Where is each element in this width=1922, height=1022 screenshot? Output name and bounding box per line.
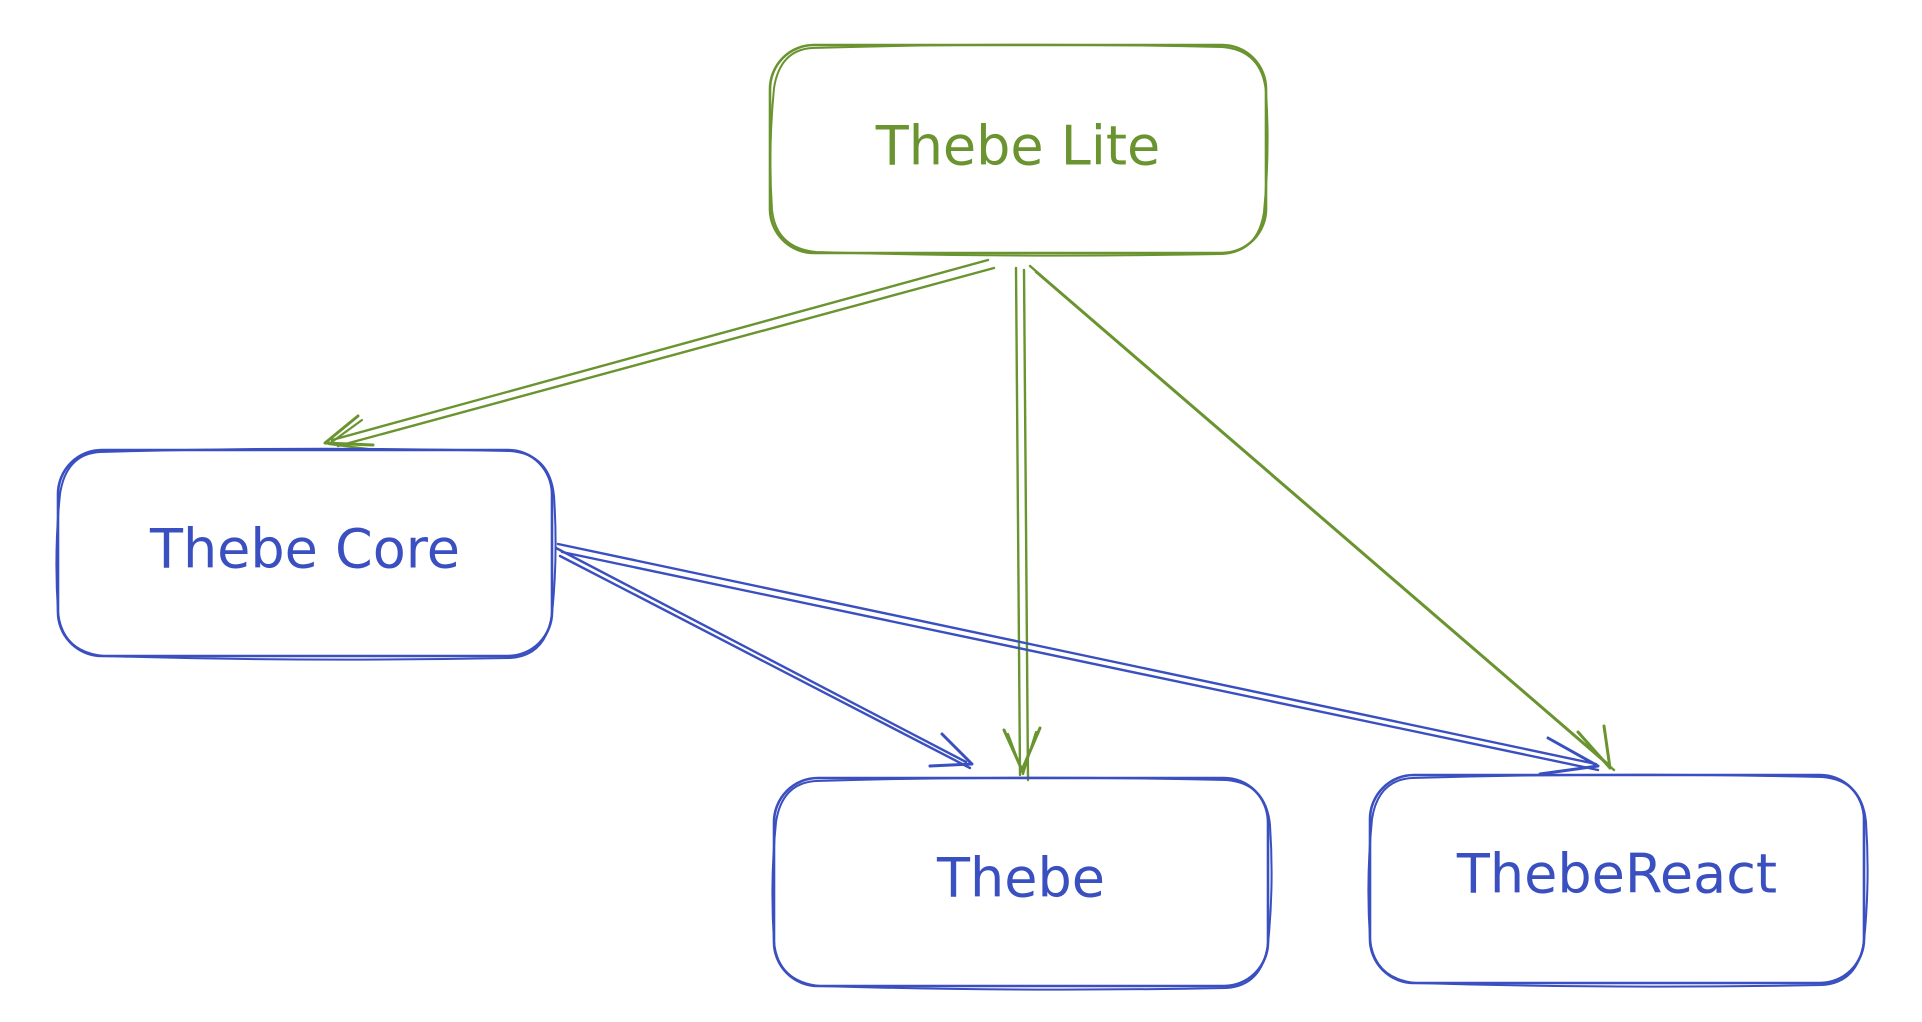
edge-thebe-lite-to-thebe-core (323, 258, 996, 451)
edges (323, 258, 1616, 782)
node-label: Thebe Core (149, 518, 460, 581)
node-thebe[interactable]: Thebe (771, 776, 1273, 991)
node-label: Thebe Lite (875, 115, 1161, 178)
edge-thebe-lite-to-thebe-react (1028, 264, 1616, 772)
edge-thebe-core-to-thebe (554, 546, 974, 770)
node-thebe-lite[interactable]: Thebe Lite (768, 43, 1269, 257)
arrowhead (928, 732, 974, 768)
edge-thebe-core-to-thebe-react (556, 542, 1600, 776)
node-label: ThebeReact (1456, 843, 1777, 906)
node-label: Thebe (936, 847, 1105, 910)
node-thebe-react[interactable]: ThebeReact (1367, 773, 1869, 988)
arrowhead (1538, 736, 1600, 776)
arrowhead (323, 414, 375, 447)
nodes: Thebe Lite Thebe Core Thebe ThebeReact (55, 43, 1869, 991)
node-thebe-core[interactable]: Thebe Core (55, 447, 557, 661)
arrowhead (1576, 724, 1612, 770)
edge-thebe-lite-to-thebe (1002, 266, 1042, 782)
